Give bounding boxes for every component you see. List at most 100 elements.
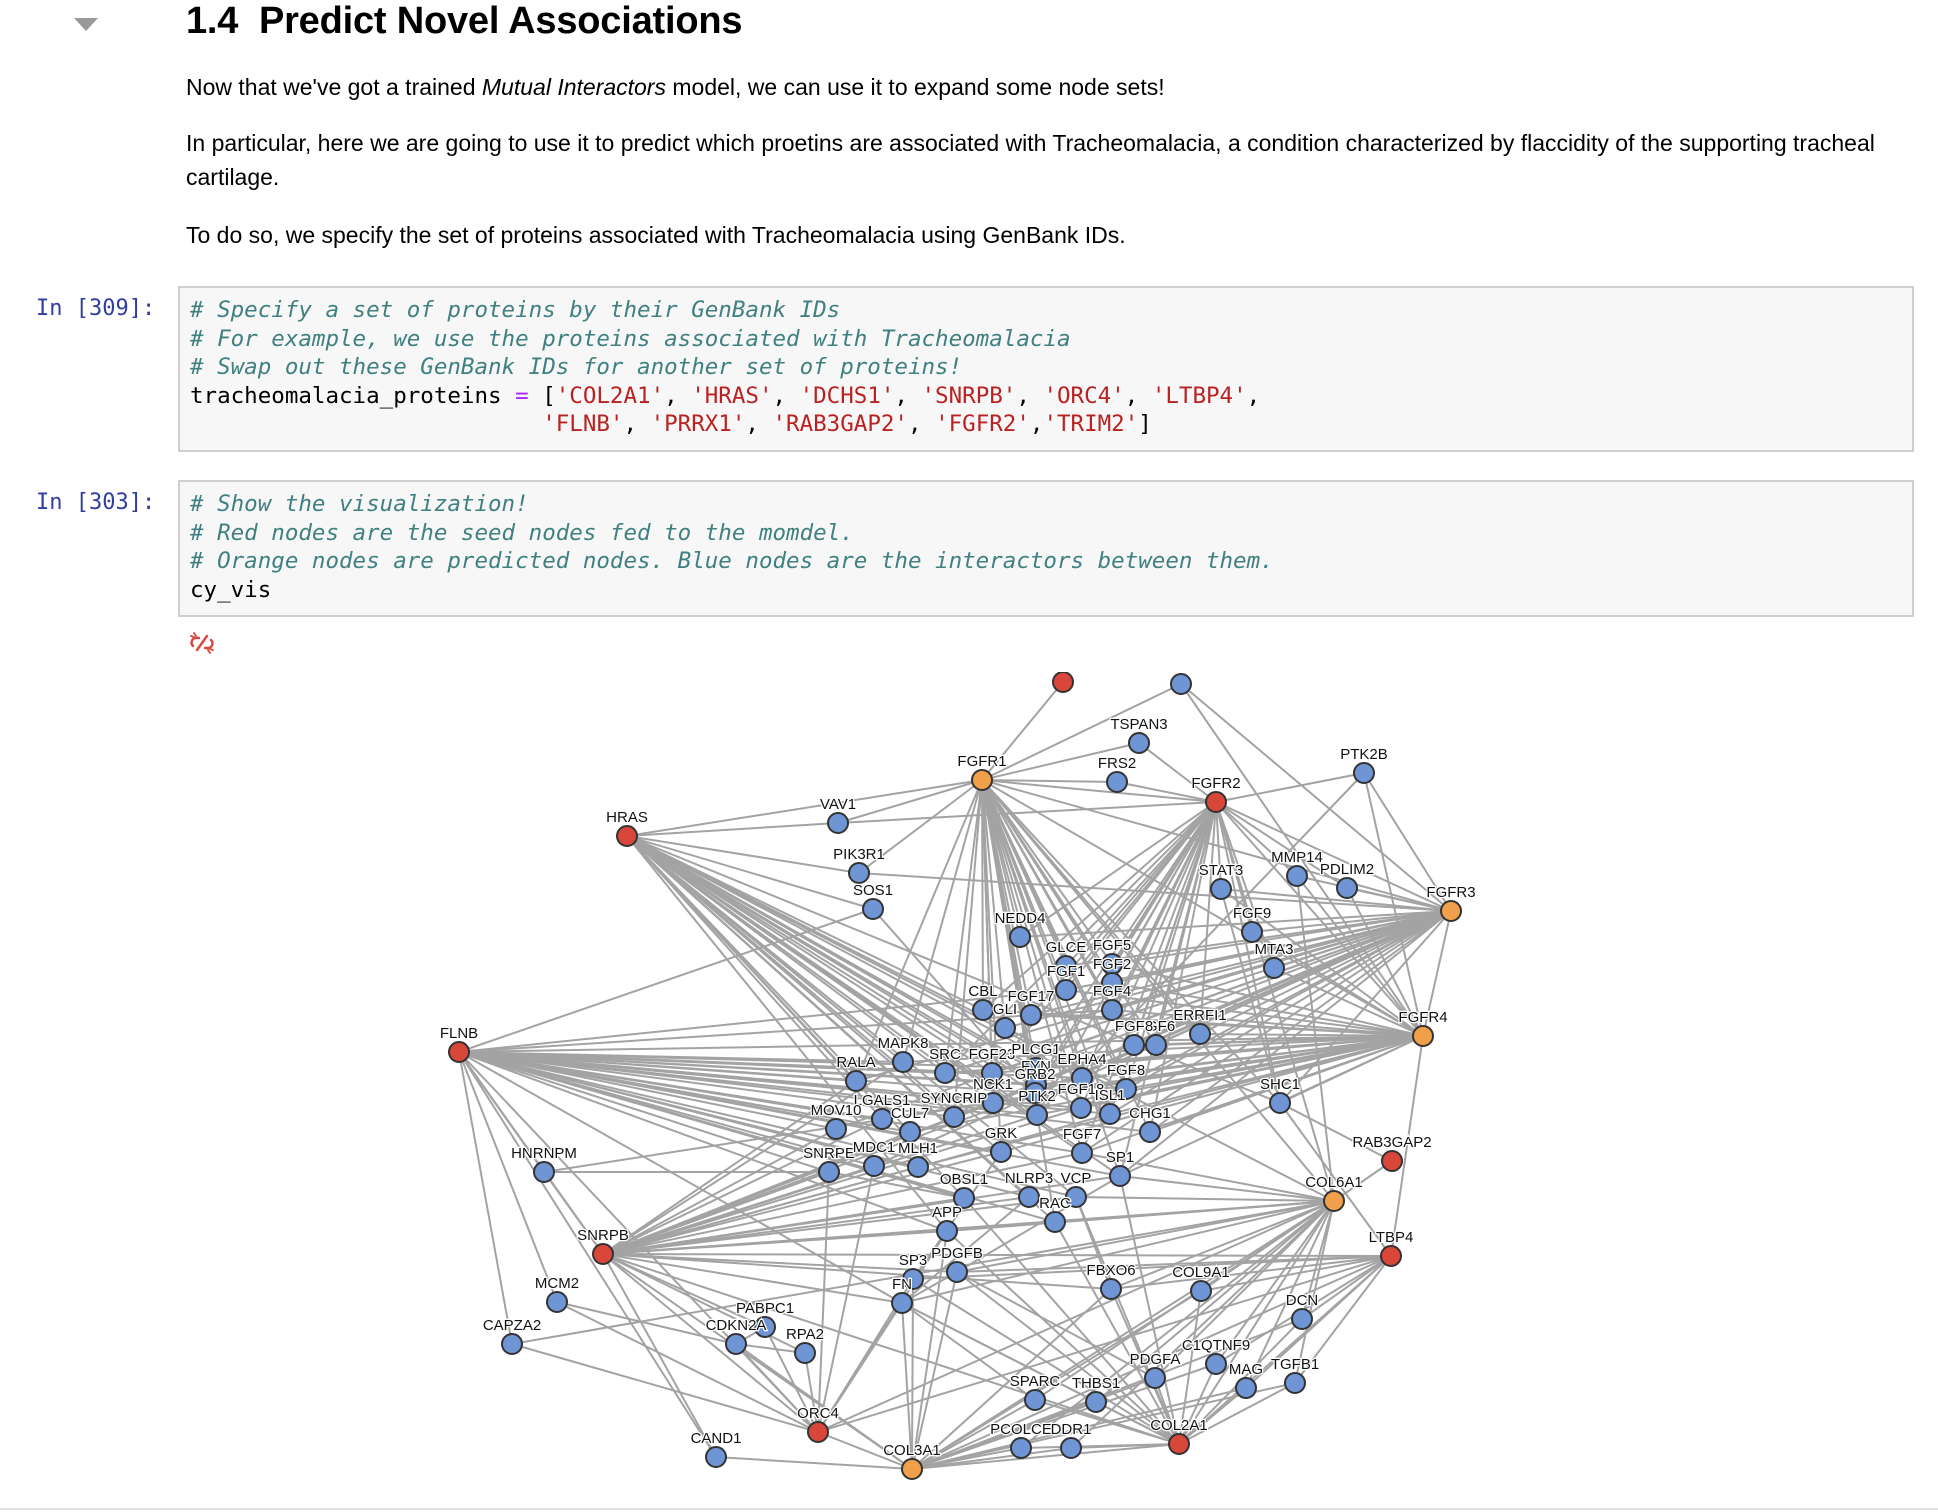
node-circle[interactable] — [1018, 1186, 1040, 1208]
graph-node-sp1[interactable]: SP1 — [1105, 1148, 1135, 1187]
graph-node-fgf5[interactable]: FGF5 — [1092, 936, 1132, 975]
node-circle[interactable] — [1115, 1078, 1137, 1100]
graph-node-fgf4[interactable]: FGF4 — [1092, 982, 1132, 1021]
graph-node-orc4[interactable]: ORC4 — [796, 1404, 840, 1443]
graph-node-fgf7[interactable]: FGF7 — [1062, 1125, 1102, 1164]
graph-node-fn1[interactable]: FN — [891, 1275, 913, 1314]
node-circle[interactable] — [907, 1156, 929, 1178]
graph-node-cbl[interactable]: CBL — [967, 982, 999, 1021]
node-circle[interactable] — [1020, 1004, 1042, 1026]
node-circle[interactable] — [972, 999, 994, 1021]
node-circle[interactable] — [705, 1446, 727, 1468]
graph-node-hsp90aa1[interactable]: HSP90AA1 — [1142, 657, 1220, 695]
graph-node-stat3[interactable]: STAT3 — [1198, 861, 1244, 900]
node-circle[interactable] — [1070, 1097, 1092, 1119]
node-circle[interactable] — [1085, 1391, 1107, 1413]
node-circle[interactable] — [1170, 673, 1192, 695]
node-circle[interactable] — [1052, 672, 1074, 693]
graph-node-lgals1[interactable]: LGALS1 — [852, 1091, 912, 1130]
graph-node-mov10[interactable]: MOV10 — [809, 1101, 863, 1140]
graph-node-ptk2b[interactable]: PTK2B — [1339, 745, 1389, 784]
graph-node-fgf8[interactable]: FGF8 — [1106, 1061, 1146, 1100]
graph-node-flnb[interactable]: FLNB — [439, 1024, 479, 1063]
graph-node-obsl1[interactable]: OBSL1 — [939, 1170, 989, 1209]
graph-node-vcp[interactable]: VCP — [1059, 1169, 1093, 1208]
graph-node-fgf9[interactable]: FGF9 — [1232, 904, 1272, 943]
node-circle[interactable] — [1026, 1104, 1048, 1126]
graph-node-chg1[interactable]: CHG1 — [1128, 1104, 1172, 1143]
node-circle[interactable] — [1099, 1103, 1121, 1125]
node-circle[interactable] — [981, 1062, 1003, 1084]
node-circle[interactable] — [1336, 877, 1358, 899]
node-circle[interactable] — [592, 1243, 614, 1265]
node-circle[interactable] — [1139, 1121, 1161, 1143]
graph-node-nlrp3[interactable]: NLRP3 — [1004, 1169, 1054, 1208]
graph-node-fgfr1[interactable]: FGFR1 — [956, 752, 1008, 791]
graph-node-src[interactable]: SRC — [928, 1045, 962, 1084]
graph-node-c1qtnf9[interactable]: C1QTNF9 — [1181, 1336, 1251, 1375]
node-circle[interactable] — [862, 898, 884, 920]
node-circle[interactable] — [1440, 900, 1462, 922]
graph-node-fgf17[interactable]: FGF17 — [1006, 987, 1056, 1026]
node-circle[interactable] — [1009, 926, 1031, 948]
node-circle[interactable] — [1381, 1150, 1403, 1172]
graph-node-fgfr2[interactable]: FGFR2 — [1190, 774, 1242, 813]
broken-link-icon[interactable] — [188, 630, 216, 656]
graph-node-pdgfa[interactable]: PDGFA — [1128, 1350, 1182, 1389]
graph-node-gli[interactable]: GLI — [992, 1000, 1018, 1039]
graph-node-shc1[interactable]: SHC1 — [1259, 1075, 1301, 1114]
node-circle[interactable] — [1284, 1372, 1306, 1394]
node-circle[interactable] — [1101, 999, 1123, 1021]
code-cell-2[interactable]: # Show the visualization!# Red nodes are… — [178, 480, 1914, 617]
node-circle[interactable] — [892, 1051, 914, 1073]
graph-node-mcm2[interactable]: MCM2 — [534, 1274, 580, 1313]
node-circle[interactable] — [546, 1291, 568, 1313]
node-circle[interactable] — [1291, 1308, 1313, 1330]
node-circle[interactable] — [848, 862, 870, 884]
graph-node-sos1[interactable]: SOS1 — [852, 881, 894, 920]
graph-node-thbs1[interactable]: THBS1 — [1071, 1374, 1121, 1413]
node-circle[interactable] — [1060, 1437, 1082, 1459]
graph-node-ptk2[interactable]: PTK2 — [1017, 1087, 1057, 1126]
graph-node-ddr1[interactable]: DDR1 — [1049, 1420, 1093, 1459]
node-circle[interactable] — [934, 1062, 956, 1084]
node-circle[interactable] — [818, 1161, 840, 1183]
graph-node-fgf6[interactable]: FGF6 — [1136, 1017, 1176, 1056]
graph-node-hras[interactable]: HRAS — [605, 808, 649, 847]
node-circle[interactable] — [1235, 1377, 1257, 1399]
graph-node-pcolce[interactable]: PCOLCE — [989, 1420, 1053, 1459]
node-circle[interactable] — [1071, 1067, 1093, 1089]
node-circle[interactable] — [1145, 1034, 1167, 1056]
node-circle[interactable] — [1109, 1165, 1131, 1187]
node-circle[interactable] — [1412, 1025, 1434, 1047]
graph-node-col9a1[interactable]: COL9A1 — [1171, 1263, 1231, 1302]
graph-node-plcg1[interactable]: PLCG1 — [1010, 1040, 1062, 1079]
node-circle[interactable] — [1205, 1353, 1227, 1375]
graph-node-pabpc1[interactable]: PABPC1 — [735, 1299, 795, 1338]
node-circle[interactable] — [845, 1070, 867, 1092]
node-circle[interactable] — [971, 769, 993, 791]
node-circle[interactable] — [533, 1161, 555, 1183]
graph-node-pik3r1[interactable]: PIK3R1 — [832, 845, 886, 884]
graph-node-hnrnpm[interactable]: HNRNPM — [510, 1144, 578, 1183]
graph-node-fgf8x[interactable]: FGF8 — [1114, 1017, 1154, 1056]
graph-node-fgf1[interactable]: FGF1 — [1046, 962, 1086, 1001]
node-circle[interactable] — [891, 1292, 913, 1314]
node-circle[interactable] — [982, 1092, 1004, 1114]
node-circle[interactable] — [1241, 921, 1263, 943]
graph-node-sp3[interactable]: SP3 — [898, 1251, 928, 1290]
graph-node-mdc1[interactable]: MDC1 — [851, 1138, 897, 1177]
node-circle[interactable] — [953, 1187, 975, 1209]
collapse-section-caret-icon[interactable] — [74, 18, 98, 31]
node-circle[interactable] — [616, 825, 638, 847]
graph-node-ltbp4[interactable]: LTBP4 — [1367, 1228, 1415, 1267]
graph-node-fgf2[interactable]: FGF2 — [1092, 955, 1132, 994]
graph-node-fbxo6[interactable]: FBXO6 — [1085, 1261, 1137, 1300]
graph-node-mmp14[interactable]: MMP14 — [1270, 848, 1324, 887]
graph-node-syncrip[interactable]: SYNCRIP — [919, 1089, 989, 1128]
node-circle[interactable] — [1144, 1367, 1166, 1389]
graph-node-mapk8[interactable]: MAPK8 — [876, 1034, 930, 1073]
graph-node-fgf18[interactable]: FGF18 — [1056, 1080, 1106, 1119]
node-circle[interactable] — [901, 1458, 923, 1480]
